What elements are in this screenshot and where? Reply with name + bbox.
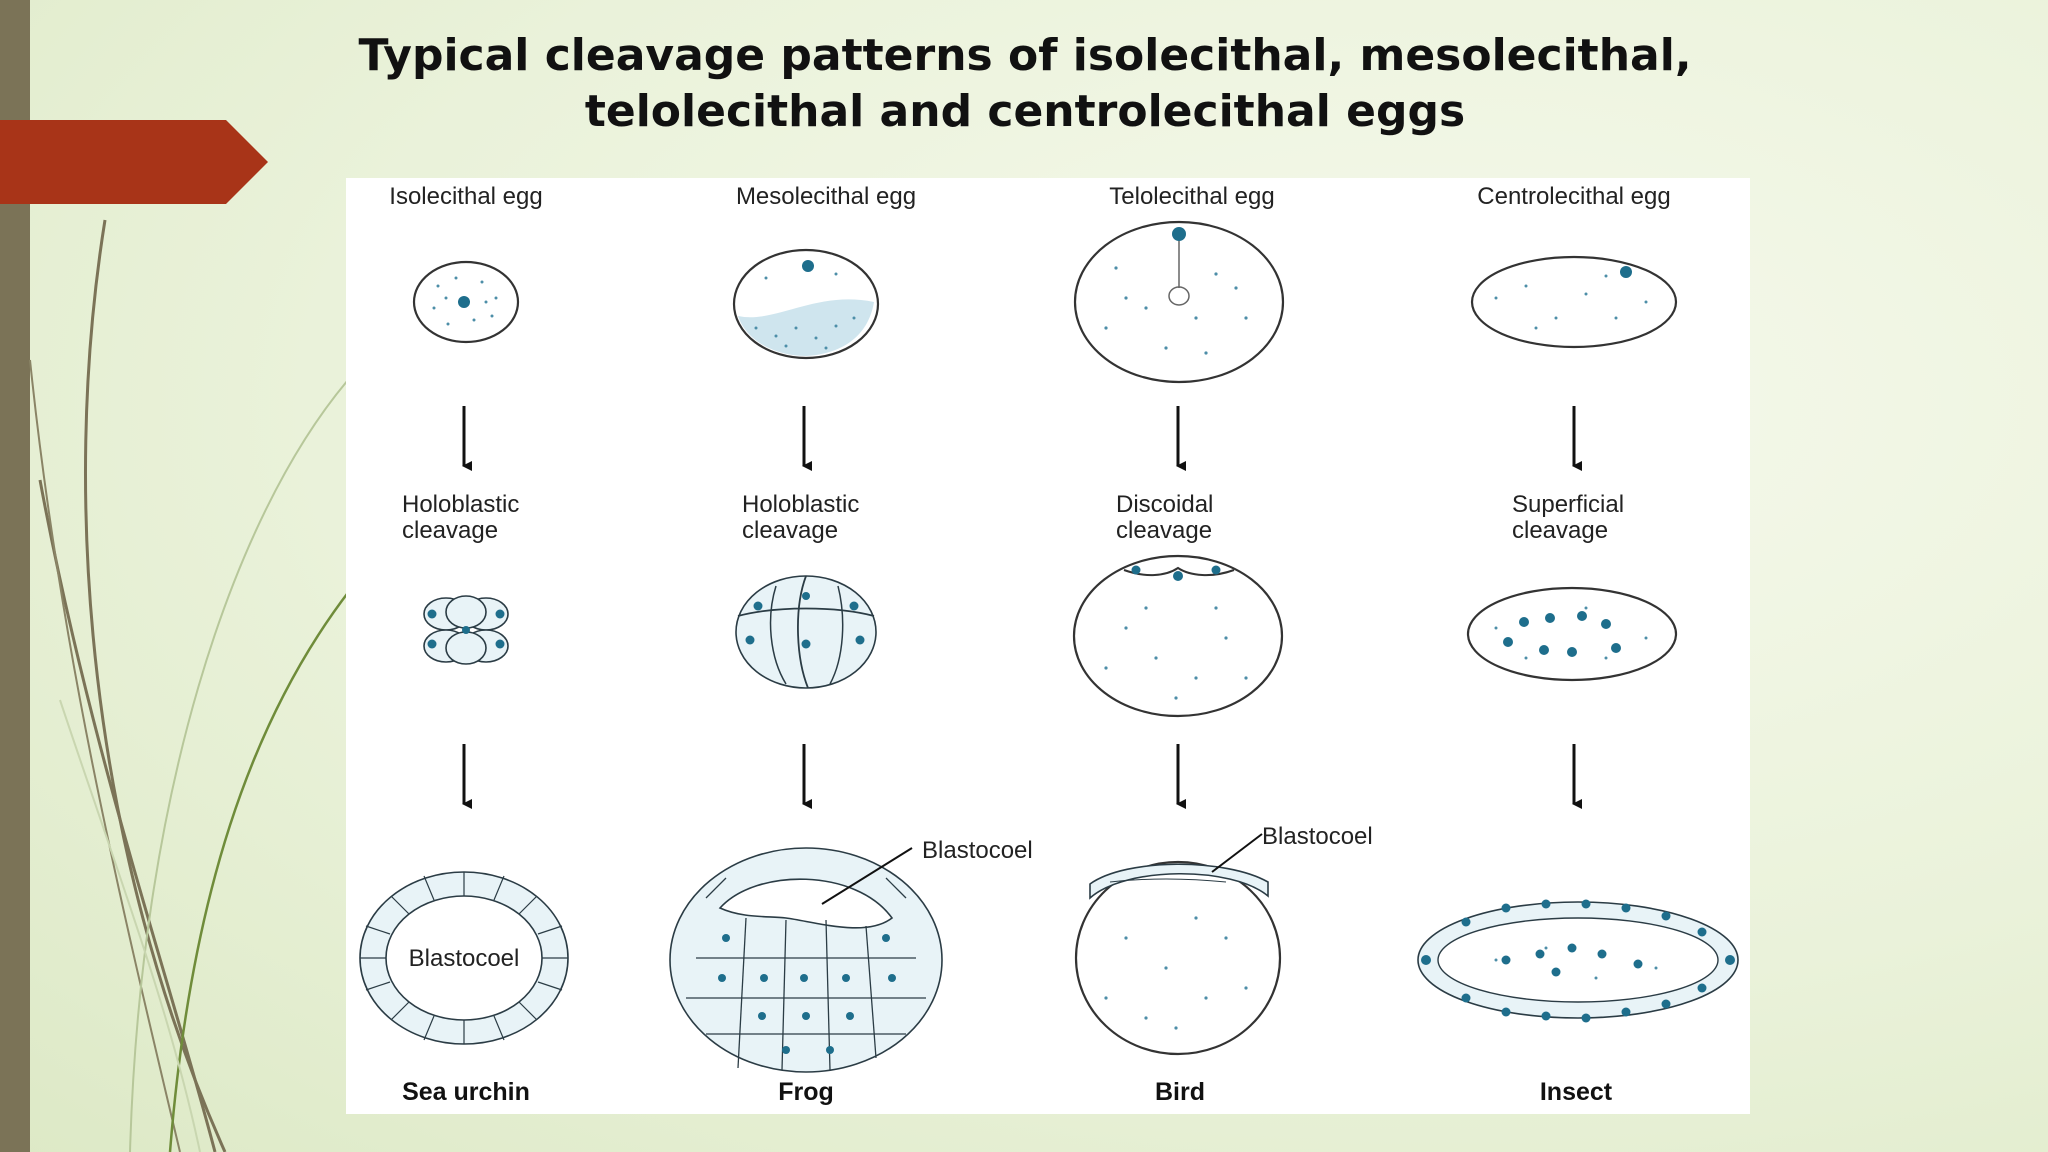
mesolecithal-egg [732, 248, 880, 360]
isolecithal-cleavage-label-1: Holoblastic [402, 491, 519, 518]
bird-blastoderm: Blastocoel [1074, 823, 1373, 1056]
cleavage-patterns-figure: Isolecithal egg Mesolecithal egg Telolec… [346, 178, 1750, 1114]
sea-urchin-blastocoel-label: Blastocoel [409, 945, 520, 972]
isolecithal-egg [412, 260, 520, 344]
bird-label: Bird [1155, 1078, 1205, 1106]
telolecithal-cleavage-label-2: cleavage [1116, 517, 1212, 544]
superficial-cleavage-egg [1466, 586, 1678, 682]
discoidal-cleavage-egg [1072, 554, 1284, 718]
centrolecithal-cleavage-label-1: Superficial [1512, 491, 1624, 518]
telolecithal-egg-label: Telolecithal egg [1109, 183, 1274, 210]
bird-blastocoel-label: Blastocoel [1262, 823, 1373, 850]
centrolecithal-egg-label: Centrolecithal egg [1477, 183, 1670, 210]
slide-title-line-2: telolecithal and centrolecithal eggs [584, 86, 1466, 137]
isolecithal-cleavage-label-2: cleavage [402, 517, 498, 544]
centrolecithal-egg [1470, 255, 1678, 349]
sea-urchin-label: Sea urchin [402, 1078, 530, 1106]
frog-label: Frog [778, 1078, 834, 1106]
slide-title: Typical cleavage patterns of isolecithal… [300, 28, 1750, 140]
sea-urchin-blastula: Blastocoel [359, 871, 569, 1045]
frog-blastocoel-label: Blastocoel [922, 837, 1033, 864]
insect-label: Insect [1540, 1078, 1613, 1106]
accent-arrow-tab [0, 120, 268, 204]
holoblastic-8-cell-embryo [423, 595, 509, 665]
frog-8-cell-embryo [735, 575, 877, 689]
telolecithal-egg [1073, 220, 1285, 384]
mesolecithal-cleavage-label-2: cleavage [742, 517, 838, 544]
centrolecithal-cleavage-label-2: cleavage [1512, 517, 1608, 544]
insect-blastoderm [1417, 899, 1739, 1023]
decorative-lines [29, 219, 351, 1152]
telolecithal-cleavage-label-1: Discoidal [1116, 491, 1213, 518]
mesolecithal-cleavage-label-1: Holoblastic [742, 491, 859, 518]
isolecithal-egg-label: Isolecithal egg [389, 183, 542, 210]
slide-title-line-1: Typical cleavage patterns of isolecithal… [358, 30, 1692, 81]
mesolecithal-egg-label: Mesolecithal egg [736, 183, 916, 210]
frog-blastula: Blastocoel [669, 837, 1033, 1073]
